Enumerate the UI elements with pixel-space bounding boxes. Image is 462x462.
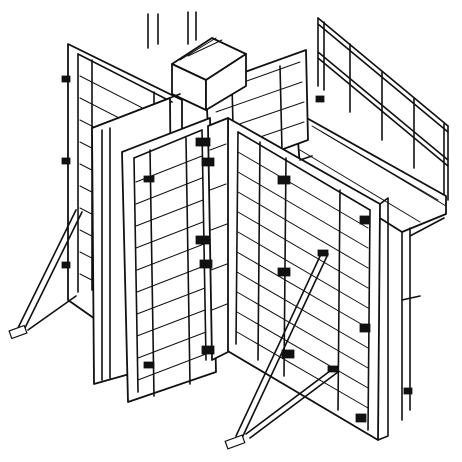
working-platform: [295, 111, 447, 421]
column-top: [171, 37, 247, 111]
panel-clamps: [61, 75, 413, 423]
main-front-panel: [121, 117, 217, 403]
right-front-panel: [225, 117, 389, 441]
guard-railing: [147, 11, 449, 201]
inner-corner-panel: [207, 117, 229, 361]
push-pull-props: [8, 209, 339, 450]
